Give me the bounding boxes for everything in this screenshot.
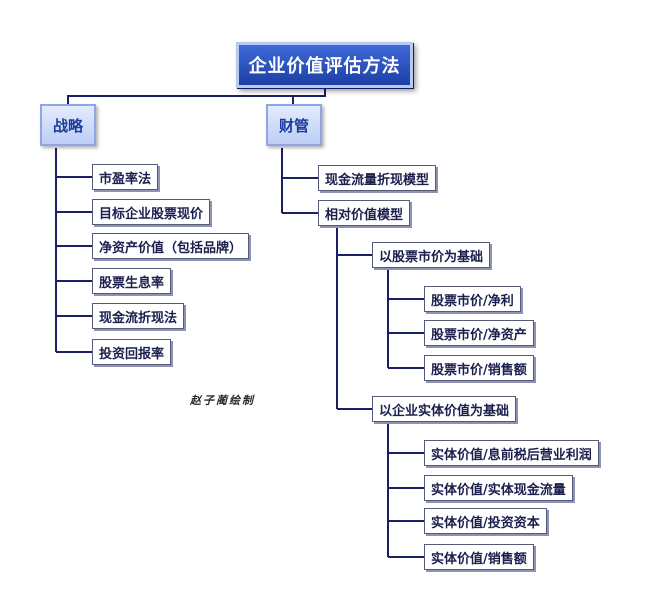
strategy-item-net-assets: 净资产价值（包括品牌） — [92, 233, 250, 259]
market-base: 以股票市价为基础 — [372, 242, 491, 268]
market-item-earnings: 股票市价/净利 — [424, 286, 521, 312]
entity-item-ebit: 实体价值/息前税后营业利润 — [424, 440, 599, 466]
finance-dcf-model: 现金流量折现模型 — [318, 165, 437, 191]
entity-item-invested-capital: 实体价值/投资资本 — [424, 508, 547, 534]
strategy-item-stock-price: 目标企业股票现价 — [92, 199, 211, 225]
strategy-item-roi: 投资回报率 — [92, 339, 172, 365]
strategy-item-dividend-yield: 股票生息率 — [92, 268, 172, 294]
root-title: 企业价值评估方法 — [236, 42, 413, 88]
entity-base: 以企业实体价值为基础 — [372, 396, 517, 422]
branch-finance: 财管 — [266, 104, 322, 146]
market-item-net-assets: 股票市价/净资产 — [424, 320, 534, 346]
branch-strategy: 战略 — [40, 104, 96, 146]
market-item-sales: 股票市价/销售额 — [424, 355, 534, 381]
finance-relative-model: 相对价值模型 — [318, 200, 411, 226]
connector-root — [67, 88, 326, 104]
author-credit: 赵子蔺绘制 — [190, 394, 255, 407]
entity-item-cashflow: 实体价值/实体现金流量 — [424, 475, 573, 501]
strategy-item-dcf: 现金流折现法 — [92, 303, 185, 329]
strategy-item-pe: 市盈率法 — [92, 164, 159, 190]
entity-item-sales: 实体价值/销售额 — [424, 544, 534, 570]
